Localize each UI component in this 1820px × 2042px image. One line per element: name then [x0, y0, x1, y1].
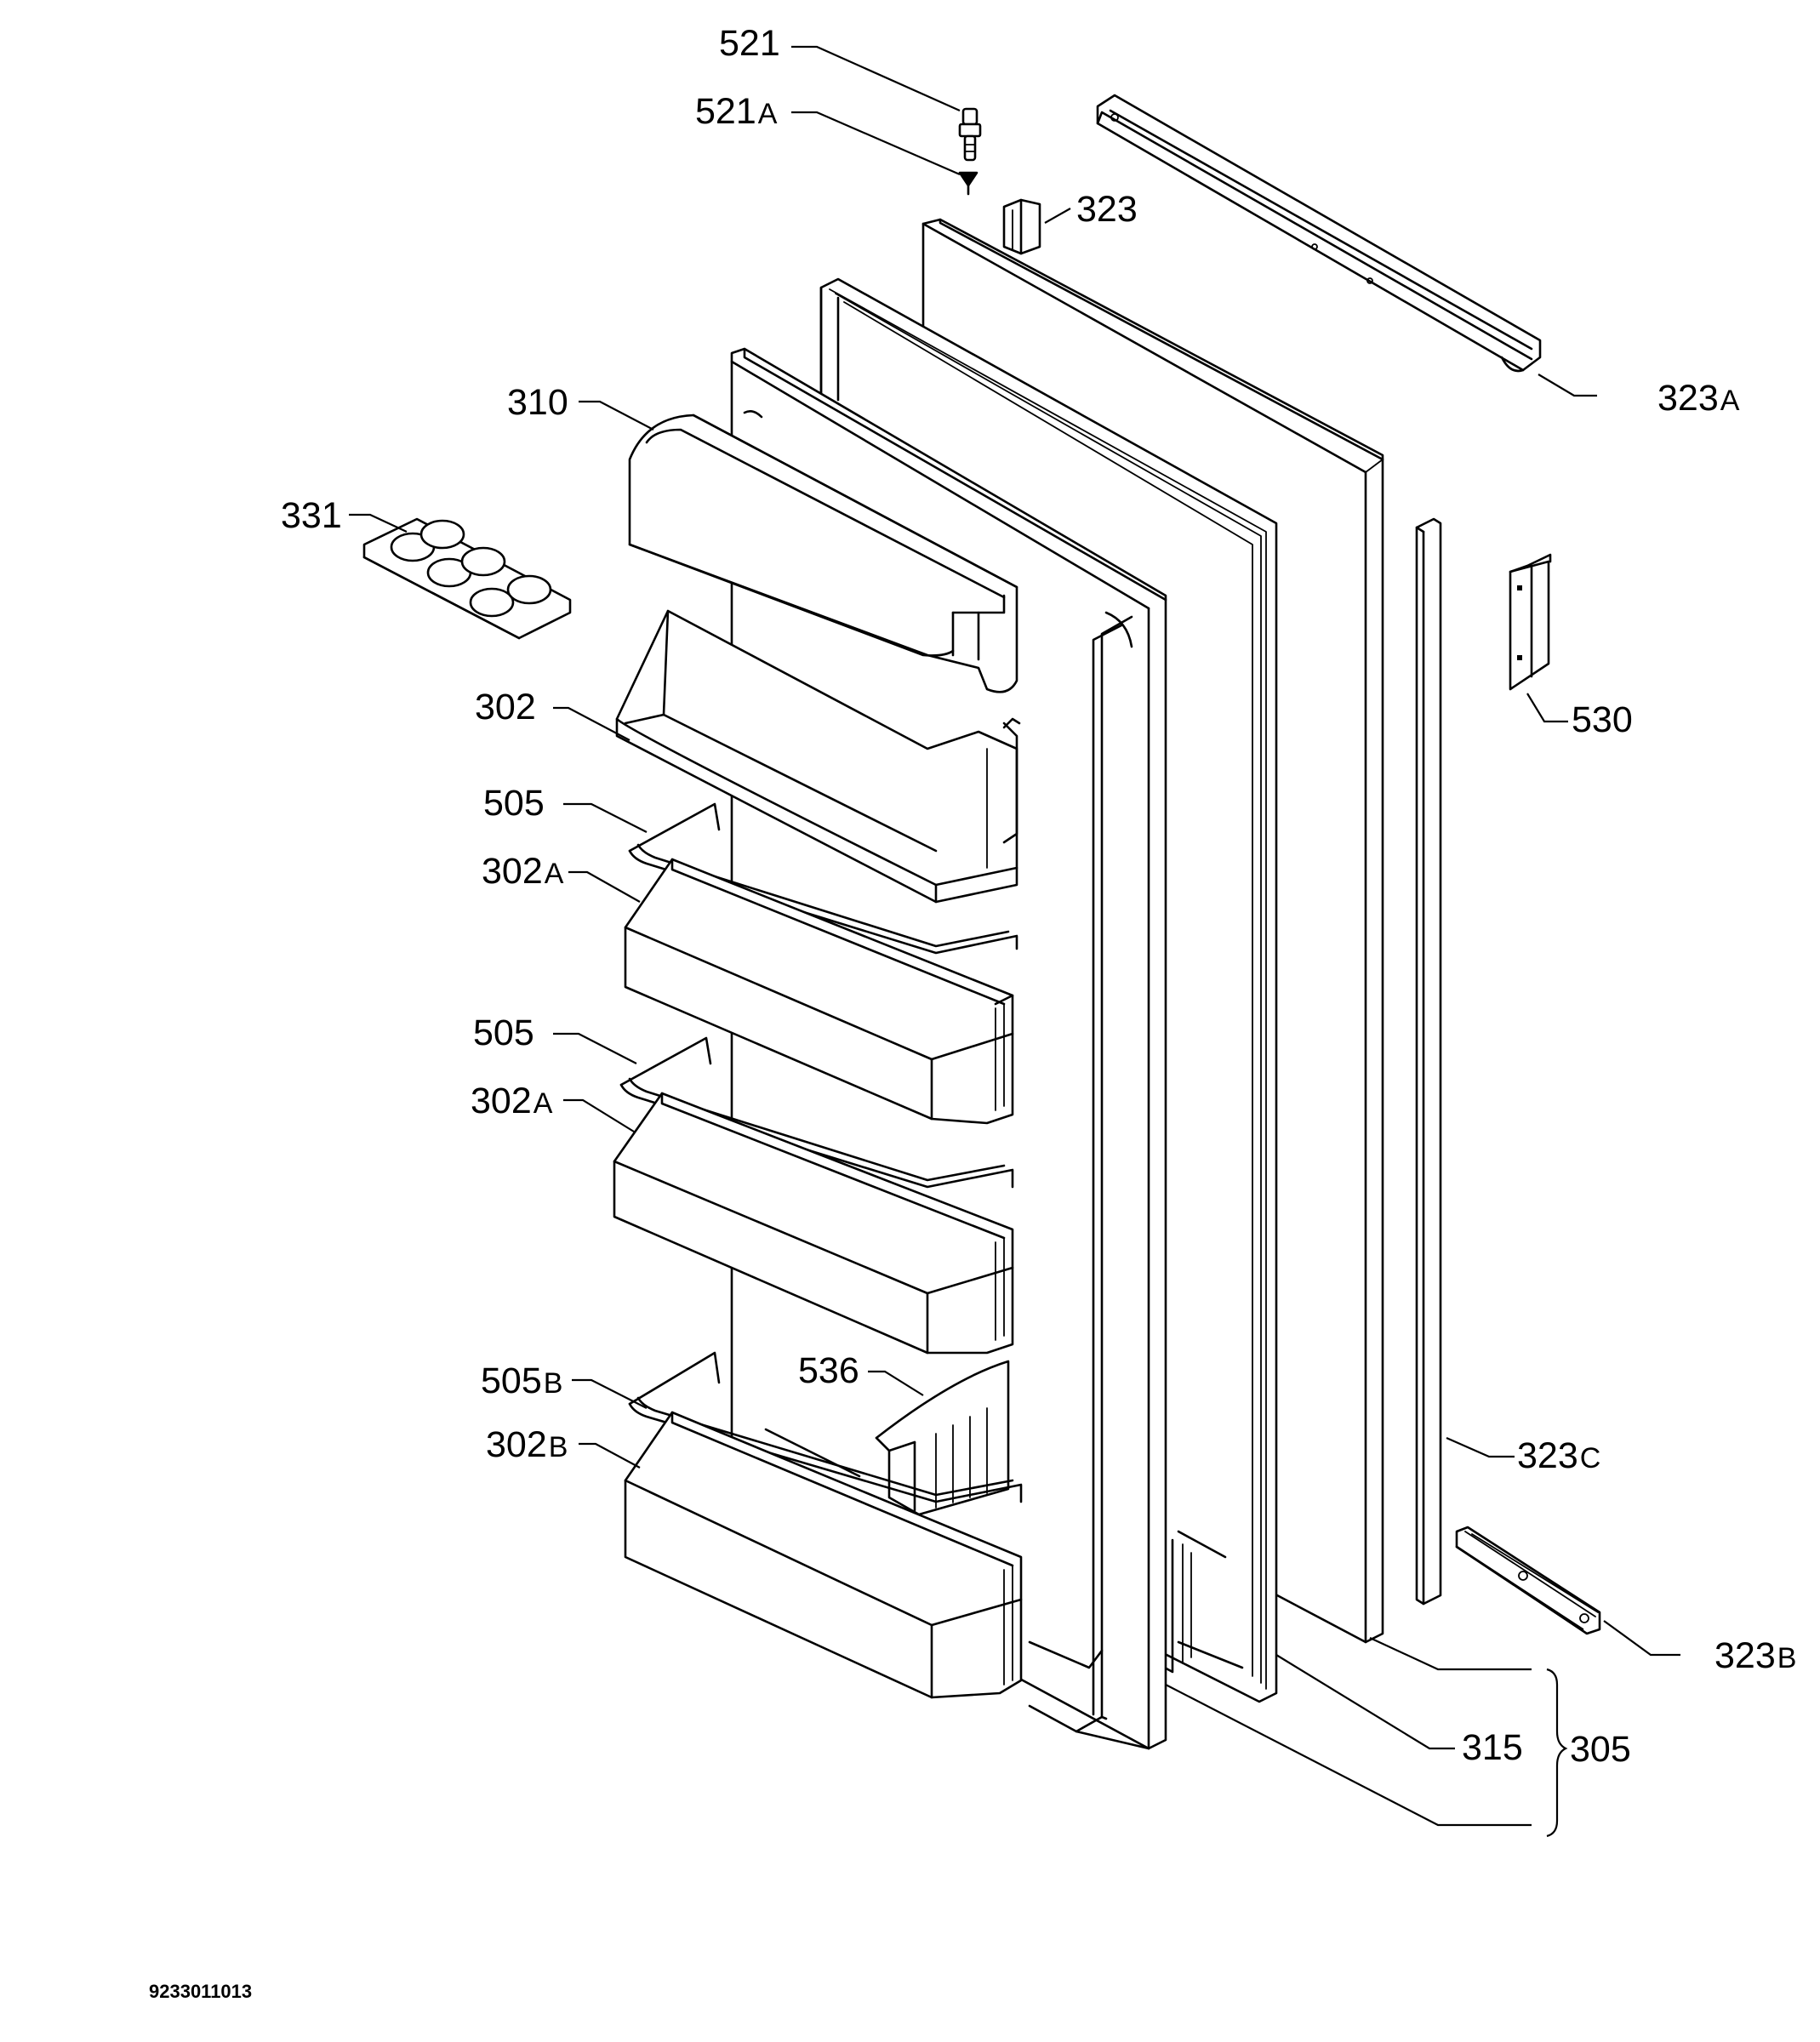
upper-box-302-part: [615, 609, 1021, 904]
compartment-lid-310-part: [628, 414, 1018, 693]
wire-rail-505b-part: [628, 1351, 1023, 1503]
label-530: 530: [1572, 699, 1633, 740]
label-505-mid: 505: [473, 1012, 534, 1053]
door-bin-302a-mid-part: [613, 1092, 1014, 1355]
leader-lines: [349, 45, 1680, 1838]
door-bin-302b-part: [624, 1411, 1023, 1699]
egg-tray-331-part: [362, 517, 572, 640]
label-315: 315: [1462, 1727, 1523, 1768]
label-536: 536: [798, 1350, 859, 1391]
label-521: 521: [719, 23, 780, 64]
label-302a-mid: 302A: [471, 1081, 553, 1121]
wire-rail-505-top-part: [628, 802, 1018, 955]
label-323b: 323B: [1714, 1635, 1796, 1676]
hinge-bracket-323-part: [1002, 198, 1041, 255]
screw-521a-part: [958, 171, 978, 196]
hinge-pin-521-part: [958, 107, 982, 162]
label-323a: 323A: [1657, 378, 1740, 419]
label-305: 305: [1570, 1729, 1631, 1770]
top-hinge-rail-323a-part: [1096, 94, 1542, 373]
document-id: 9233011013: [149, 1981, 252, 2002]
bottle-retainer-536-part: [875, 1360, 1010, 1516]
label-331: 331: [281, 495, 342, 536]
label-302a-top: 302A: [482, 851, 564, 892]
seal-strip-323c-part: [1415, 517, 1442, 1606]
label-302: 302: [475, 687, 536, 727]
bottom-hinge-rail-323b-part: [1455, 1526, 1601, 1635]
label-310: 310: [507, 382, 568, 423]
label-302b: 302B: [486, 1424, 568, 1465]
door-bin-302a-top-part: [624, 858, 1014, 1125]
label-323c: 323C: [1517, 1435, 1600, 1476]
label-505b: 505B: [481, 1360, 562, 1401]
part-labels: 521 521A 323 323A 310 331 302 530 505 30…: [149, 23, 1796, 2002]
label-323: 323: [1076, 189, 1138, 230]
label-521a: 521A: [695, 91, 778, 132]
wire-rail-505-mid-part: [619, 1036, 1014, 1189]
bracket-530-part: [1509, 553, 1552, 691]
label-505-top: 505: [483, 783, 545, 824]
